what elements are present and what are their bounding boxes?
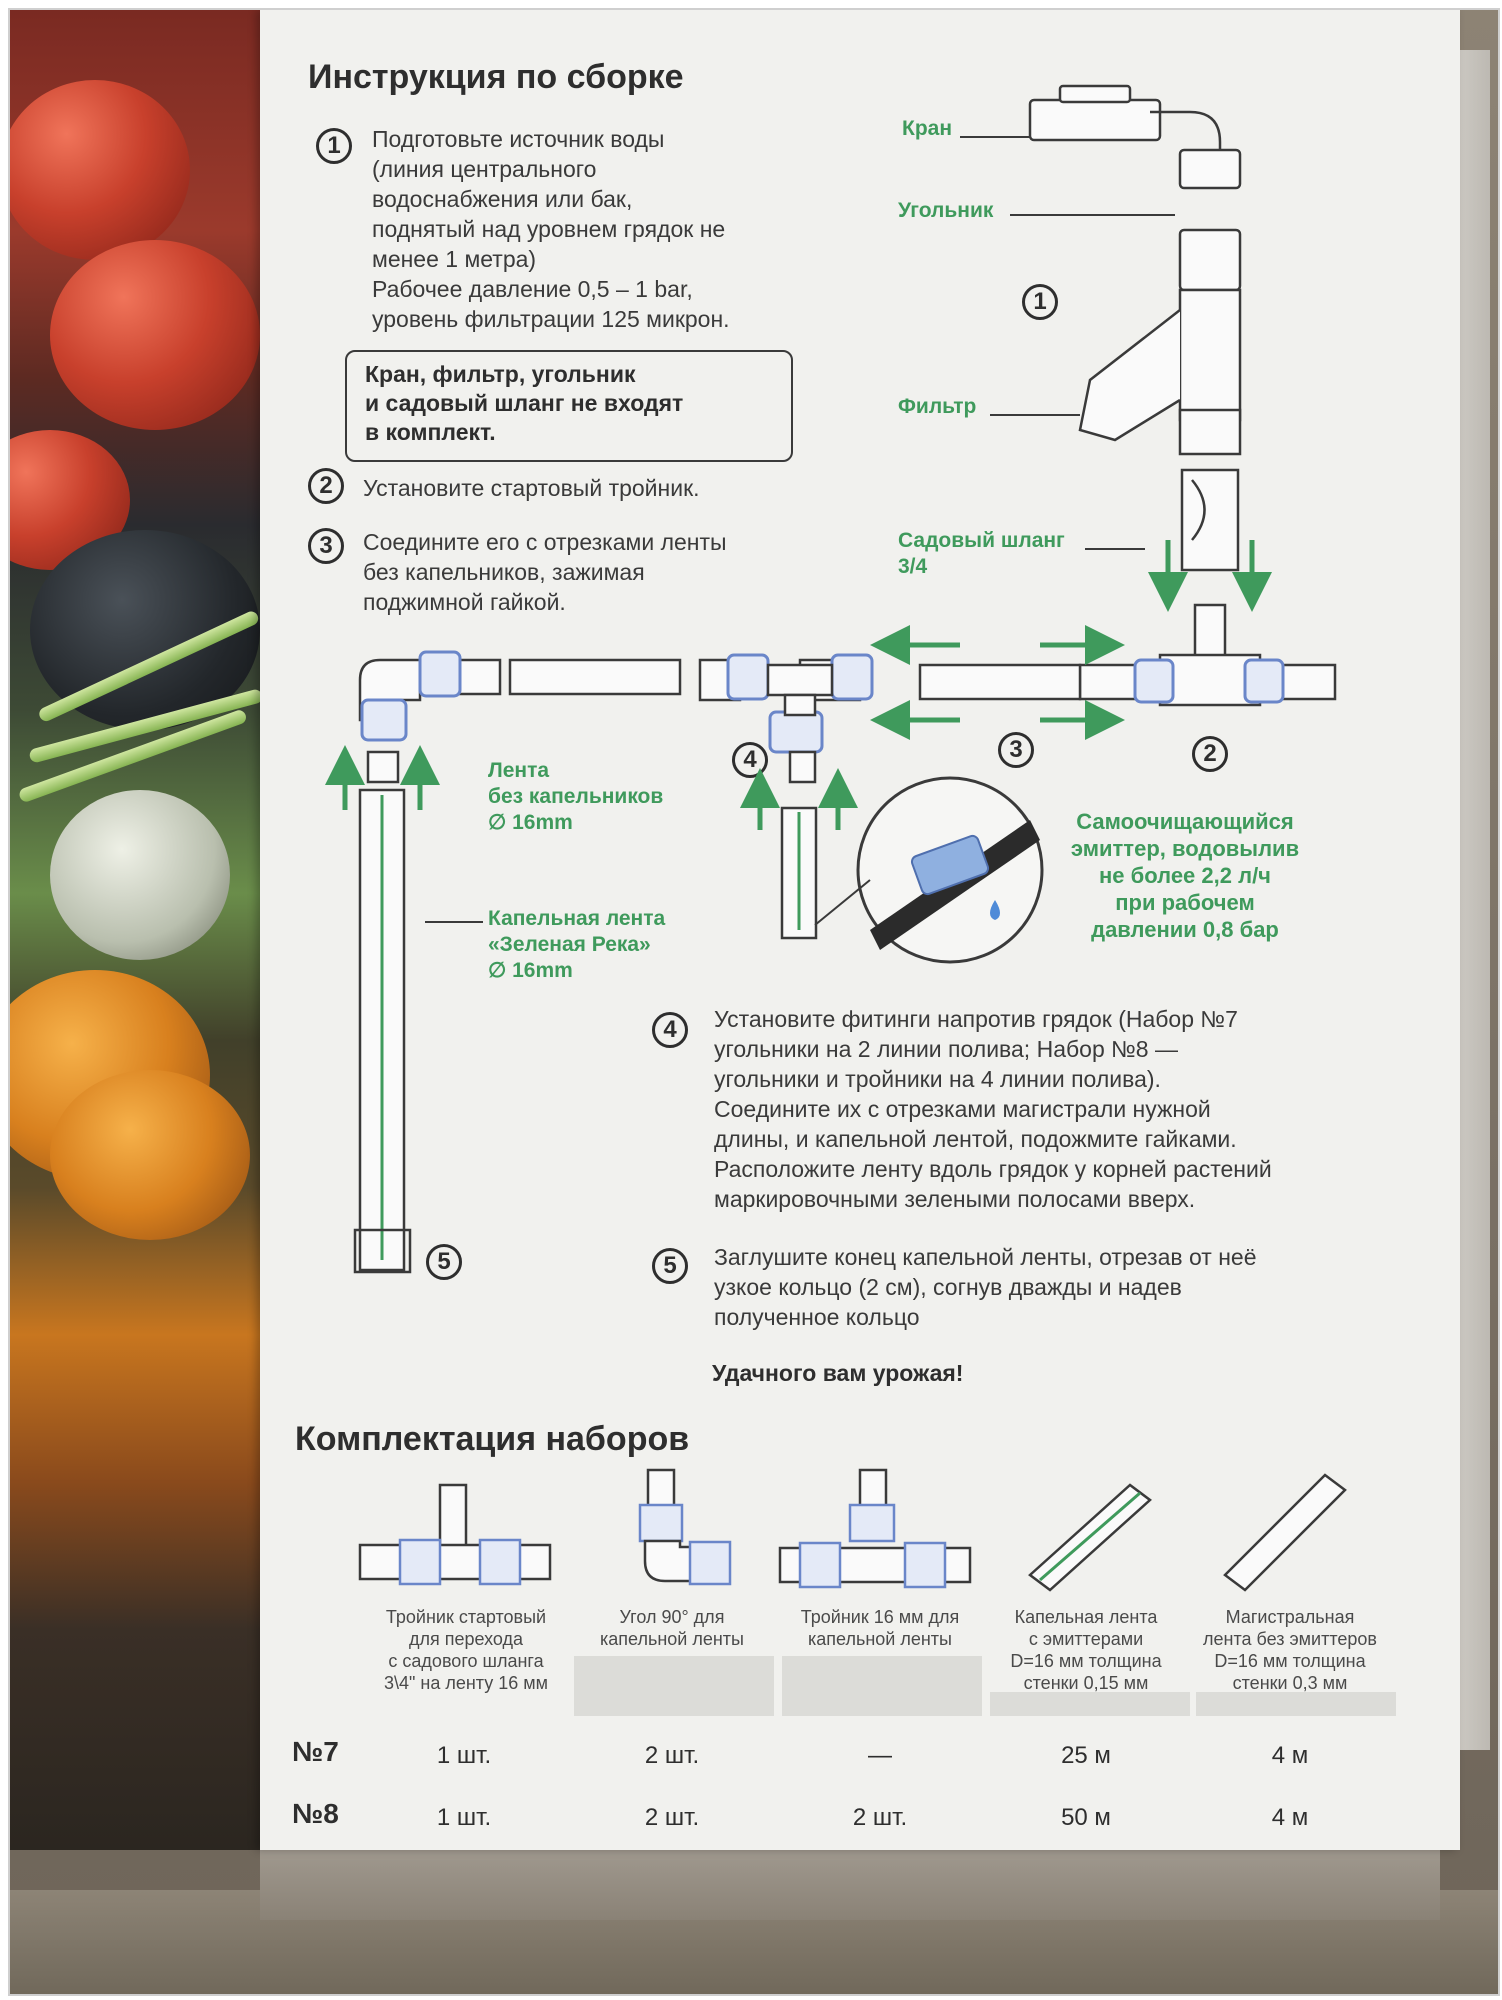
kit-cell: 4 м [1190,1742,1390,1770]
step-5-number: 5 [652,1248,688,1284]
photo-frame: Инструкция по сборке 1 Подготовьте источ… [8,8,1500,1996]
kit-cell: 2 шт. [572,1742,772,1770]
onion-bulb-image [50,790,230,960]
tomato-image [50,240,260,430]
step-3-number: 3 [308,528,344,564]
kit-cell: 2 шт. [572,1804,772,1832]
step-5-text: Заглушите конец капельной ленты, отрезав… [714,1242,1334,1332]
step-4-text: Установите фитинги напротив грядок (Набо… [714,1004,1334,1214]
instructions-title: Инструкция по сборке [308,58,684,97]
diagram-marker-4: 4 [732,742,768,778]
kit-cell: 1 шт. [364,1804,564,1832]
drip-tape-label: Капельная лента «Зеленая Река» ∅ 16mm [488,906,665,984]
kit-title: Комплектация наборов [295,1420,689,1459]
wish-text: Удачного вам урожая! [712,1358,963,1388]
step-1-text: Подготовьте источник воды (линия централ… [372,124,792,334]
tomato-image [8,80,190,260]
diagram-marker-1: 1 [1022,284,1058,320]
filter-leader-line [990,414,1080,416]
kit-table-gray-cell [782,1656,982,1716]
step-2-text: Установите стартовый тройник. [363,473,823,503]
squash-image [50,1070,250,1240]
elbow-label: Угольник [898,198,993,224]
tap-leader-line [960,136,1030,138]
step-1-number: 1 [316,128,352,164]
kit-table-gray-cell [990,1692,1190,1716]
kit-column-start-tee: Тройник стартовый для перехода с садовог… [366,1606,566,1694]
diagram-marker-3: 3 [998,732,1034,768]
kit-table-gray-cell [574,1656,774,1716]
box-bottom-edge [260,1840,1440,1920]
step-3-text: Соедините его с отрезками ленты без капе… [363,527,823,617]
step-2-number: 2 [308,468,344,504]
kit-column-elbow: Угол 90° для капельной ленты [572,1606,772,1650]
kit-column-tee: Тройник 16 мм для капельной ленты [780,1606,980,1650]
kit-cell: 25 м [986,1742,1186,1770]
elbow-leader-line [1010,214,1175,216]
filter-label: Фильтр [898,394,976,420]
kit-row-label-7: №7 [292,1736,339,1768]
hose-label: Садовый шланг 3/4 [898,528,1065,580]
kit-cell: 2 шт. [780,1804,980,1832]
tap-label: Кран [902,116,952,142]
kit-column-main-tape: Магистральная лента без эмиттеров D=16 м… [1190,1606,1390,1694]
hose-leader-line [1085,548,1145,550]
kit-cell: 50 м [986,1804,1186,1832]
not-included-note: Кран, фильтр, угольник и садовый шланг н… [345,350,793,462]
diagram-marker-5: 5 [426,1244,462,1280]
drip-tape-leader-line [425,921,483,923]
kit-row-label-8: №8 [292,1798,339,1830]
kit-cell: 1 шт. [364,1742,564,1770]
step-4-number: 4 [652,1012,688,1048]
emitter-callout: Самоочищающийся эмиттер, водовылив не бо… [1070,808,1300,943]
kit-column-drip-tape: Капельная лента с эмиттерами D=16 мм тол… [986,1606,1186,1694]
kit-table-gray-cell [1196,1692,1396,1716]
vegetable-photo [10,10,260,1850]
tape-no-drip-label: Лента без капельников ∅ 16mm [488,758,663,836]
kit-cell: 4 м [1190,1804,1390,1832]
diagram-marker-2: 2 [1192,736,1228,772]
kit-cell: — [780,1742,980,1770]
